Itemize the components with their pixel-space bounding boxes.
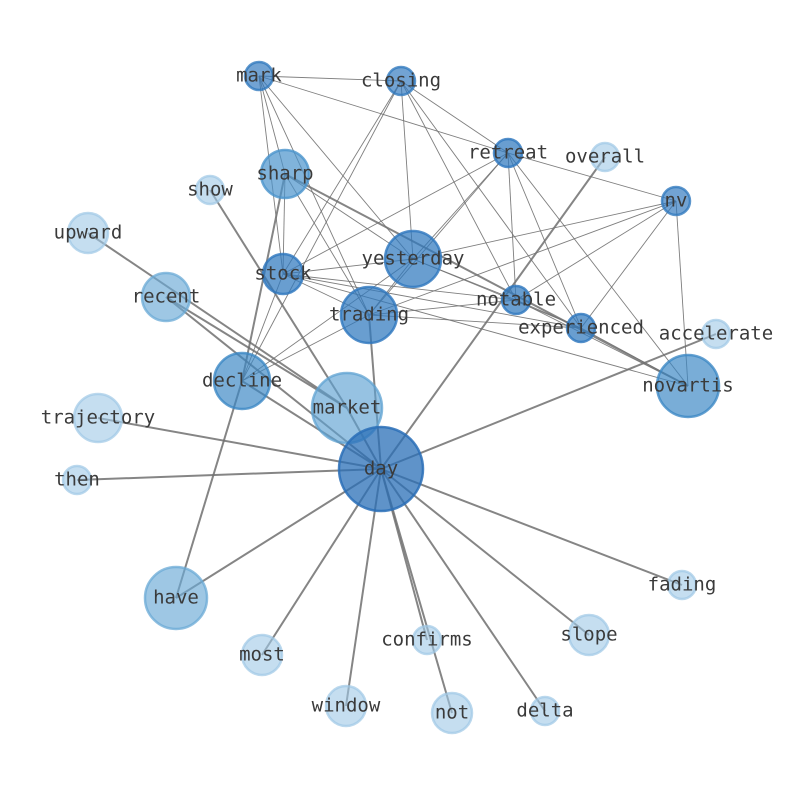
- node-label-sharp: sharp: [256, 163, 313, 185]
- node-sharp: [259, 148, 311, 200]
- node-label-trading: trading: [329, 304, 409, 326]
- node-trajectory: [72, 392, 124, 444]
- edge-layer: [76, 75, 717, 714]
- node-stock: [261, 252, 305, 296]
- edge-show-market: [209, 189, 348, 409]
- edge-slope-day: [380, 468, 590, 636]
- node-window: [324, 684, 368, 728]
- edge-trading-experienced: [368, 314, 582, 329]
- node-label-closing: closing: [361, 70, 441, 92]
- node-slope: [567, 613, 611, 657]
- node-show: [194, 174, 226, 206]
- node-label-mark: mark: [236, 65, 282, 87]
- node-yesterday: [383, 229, 443, 289]
- node-label-show: show: [187, 179, 233, 201]
- node-most: [240, 633, 284, 677]
- node-label-stock: stock: [254, 263, 312, 285]
- node-mark: [243, 60, 275, 92]
- node-label-slope: slope: [560, 624, 617, 646]
- node-label-decline: decline: [202, 370, 282, 392]
- node-fading: [666, 569, 698, 601]
- node-trading: [339, 285, 399, 345]
- edge-retreat-trading: [368, 152, 509, 316]
- node-recent: [140, 271, 192, 323]
- edge-closing-experienced: [400, 80, 582, 329]
- node-experienced: [565, 312, 597, 344]
- node-label-most: most: [239, 644, 285, 666]
- edge-mark-closing: [258, 75, 402, 82]
- edge-upward-market: [87, 232, 348, 409]
- node-label-upward: upward: [54, 222, 123, 244]
- node-decline: [212, 351, 272, 411]
- node-label-fading: fading: [648, 574, 717, 596]
- node-label-experienced: experienced: [518, 317, 644, 339]
- edge-retreat-nv: [507, 152, 677, 202]
- edge-sharp-novartis: [284, 173, 689, 387]
- node-label-trajectory: trajectory: [41, 407, 155, 429]
- node-overall: [589, 141, 621, 173]
- node-retreat: [492, 137, 524, 169]
- edge-closing-stock: [282, 80, 402, 275]
- edge-fading-day: [380, 468, 683, 586]
- node-label-retreat: retreat: [468, 142, 548, 164]
- node-closing: [385, 65, 417, 97]
- node-label-nv: nv: [665, 190, 688, 212]
- node-delta: [529, 695, 561, 727]
- edge-trajectory-day: [97, 417, 382, 470]
- edge-mark-trading: [258, 75, 370, 316]
- edge-nv-trading: [368, 200, 677, 316]
- node-not: [430, 691, 474, 735]
- edge-nv-experienced: [580, 200, 677, 329]
- edge-overall-day: [380, 156, 606, 470]
- edge-closing-decline: [241, 80, 402, 382]
- edge-delta-day: [380, 468, 546, 712]
- edge-yesterday-experienced: [412, 258, 582, 329]
- node-notable: [500, 284, 532, 316]
- edge-nv-notable: [515, 200, 677, 301]
- node-confirms: [411, 624, 443, 656]
- edge-stock-experienced: [282, 273, 582, 329]
- edge-closing-notable: [400, 80, 517, 301]
- edge-stock-notable: [282, 273, 517, 301]
- edge-nv-yesterday: [412, 200, 677, 260]
- edge-closing-retreat: [400, 80, 509, 154]
- node-upward: [66, 211, 110, 255]
- node-day: [337, 425, 425, 513]
- node-then: [61, 464, 93, 496]
- node-label-overall: overall: [565, 146, 645, 168]
- node-nv: [660, 185, 692, 217]
- node-accelerate: [700, 318, 732, 350]
- node-novartis: [655, 353, 721, 419]
- edge-closing-yesterday: [400, 80, 414, 260]
- edge-retreat-stock: [282, 152, 509, 275]
- node-label-notable: notable: [476, 289, 556, 311]
- node-label-recent: recent: [132, 286, 201, 308]
- node-label-delta: delta: [516, 700, 573, 722]
- node-label-confirms: confirms: [381, 629, 473, 651]
- edge-accelerate-day: [380, 333, 717, 470]
- node-have: [143, 565, 209, 631]
- node-label-yesterday: yesterday: [362, 248, 465, 270]
- node-label-day: day: [364, 458, 398, 480]
- edge-retreat-notable: [507, 152, 517, 301]
- edge-decline-have: [175, 380, 243, 599]
- node-layer: [61, 60, 732, 735]
- node-label-accelerate: accelerate: [659, 323, 773, 345]
- node-label-have: have: [153, 587, 199, 609]
- node-label-market: market: [313, 397, 382, 419]
- node-label-then: then: [54, 469, 100, 491]
- label-layer: mark closing retreat overall nv show sharp upwa…: [41, 65, 773, 724]
- edge-then-day: [76, 468, 382, 481]
- node-label-window: window: [312, 695, 381, 717]
- node-label-novartis: novartis: [642, 375, 734, 397]
- edge-retreat-novartis: [507, 152, 689, 387]
- node-label-not: not: [435, 702, 469, 724]
